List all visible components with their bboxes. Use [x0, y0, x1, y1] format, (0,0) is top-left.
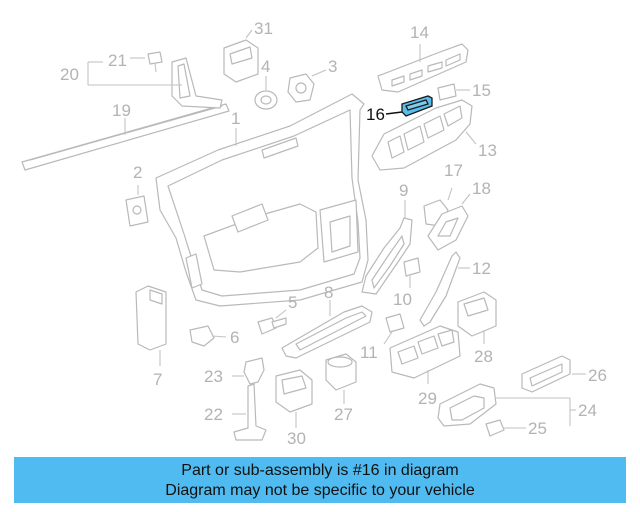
callout-14: 14: [410, 23, 429, 42]
part-22-stud: 22: [204, 383, 267, 441]
part-28-switch: 28: [457, 291, 497, 366]
part-10-clip: 10: [393, 257, 421, 309]
part-30-switch: 30: [275, 369, 313, 448]
part-7-module: 7: [135, 285, 167, 389]
callout-4: 4: [261, 57, 270, 76]
part-8-armrest: 8: [281, 283, 373, 359]
part-19-belt-molding: 19: [21, 101, 230, 171]
part-5-bolt: 5: [257, 293, 297, 335]
part-11-connector: 11: [360, 313, 405, 362]
part-6-clip: 6: [189, 325, 239, 347]
parts-diagram: 19 20 21 31 4 3 2: [21, 19, 607, 448]
callout-28: 28: [474, 347, 493, 366]
callout-16: 16: [366, 105, 385, 124]
part-15-cap: 15: [437, 81, 491, 101]
callout-6: 6: [230, 328, 239, 347]
callout-15: 15: [472, 81, 491, 100]
part-16-switch-highlighted[interactable]: 16: [366, 95, 433, 124]
callout-19: 19: [112, 101, 131, 120]
callout-24: 24: [578, 401, 597, 420]
callout-3: 3: [328, 57, 337, 76]
part-23-clip: 23: [204, 357, 265, 386]
callout-12: 12: [472, 259, 491, 278]
callout-9: 9: [399, 181, 408, 200]
callout-10: 10: [393, 290, 412, 309]
part-18-bezel: 18: [427, 179, 491, 251]
part-13-switch-housing: 13: [371, 99, 497, 171]
callout-2: 2: [133, 163, 142, 182]
callout-8: 8: [324, 283, 333, 302]
part-31-switch: 31: [223, 19, 273, 83]
callout-30: 30: [287, 429, 306, 448]
part-24-handle-housing: 24: [437, 383, 597, 427]
part-29-switch-assembly: 29: [389, 325, 461, 408]
info-banner: Part or sub-assembly is #16 in diagram D…: [14, 457, 626, 503]
callout-5: 5: [288, 293, 297, 312]
part-1-door-trim-panel: 1: [155, 93, 369, 307]
callout-29: 29: [418, 389, 437, 408]
callout-11: 11: [360, 343, 378, 362]
banner-line-2: Diagram may not be specific to your vehi…: [165, 482, 475, 499]
part-21-screw: [147, 51, 163, 73]
part-2-bracket: 2: [125, 163, 149, 227]
callout-27: 27: [334, 405, 353, 424]
part-25-screw: 25: [485, 419, 547, 438]
callout-7: 7: [153, 370, 162, 389]
callout-20: 20: [60, 65, 79, 84]
callout-26: 26: [588, 366, 607, 385]
callout-18: 18: [472, 179, 491, 198]
callout-23: 23: [204, 367, 223, 386]
part-9-pull-handle: 9: [361, 181, 413, 295]
part-14-switch-bezel: 14: [377, 23, 469, 93]
callout-22: 22: [204, 405, 223, 424]
part-12-trim-strip: 12: [419, 251, 491, 327]
callout-13: 13: [478, 141, 497, 160]
part-20-mirror-cover: 20 21: [60, 51, 223, 109]
callout-25: 25: [528, 419, 547, 438]
part-4-tweeter: 4: [254, 57, 278, 110]
part-26-handle-bezel: 26: [521, 355, 607, 393]
part-3-trim-cap: 3: [287, 57, 337, 103]
callout-21: 21: [108, 51, 127, 70]
callout-1: 1: [231, 109, 240, 128]
part-27-knob: 27: [325, 353, 357, 424]
callout-31: 31: [254, 19, 273, 38]
banner-line-1: Part or sub-assembly is #16 in diagram: [181, 462, 459, 479]
callout-17: 17: [444, 161, 463, 180]
